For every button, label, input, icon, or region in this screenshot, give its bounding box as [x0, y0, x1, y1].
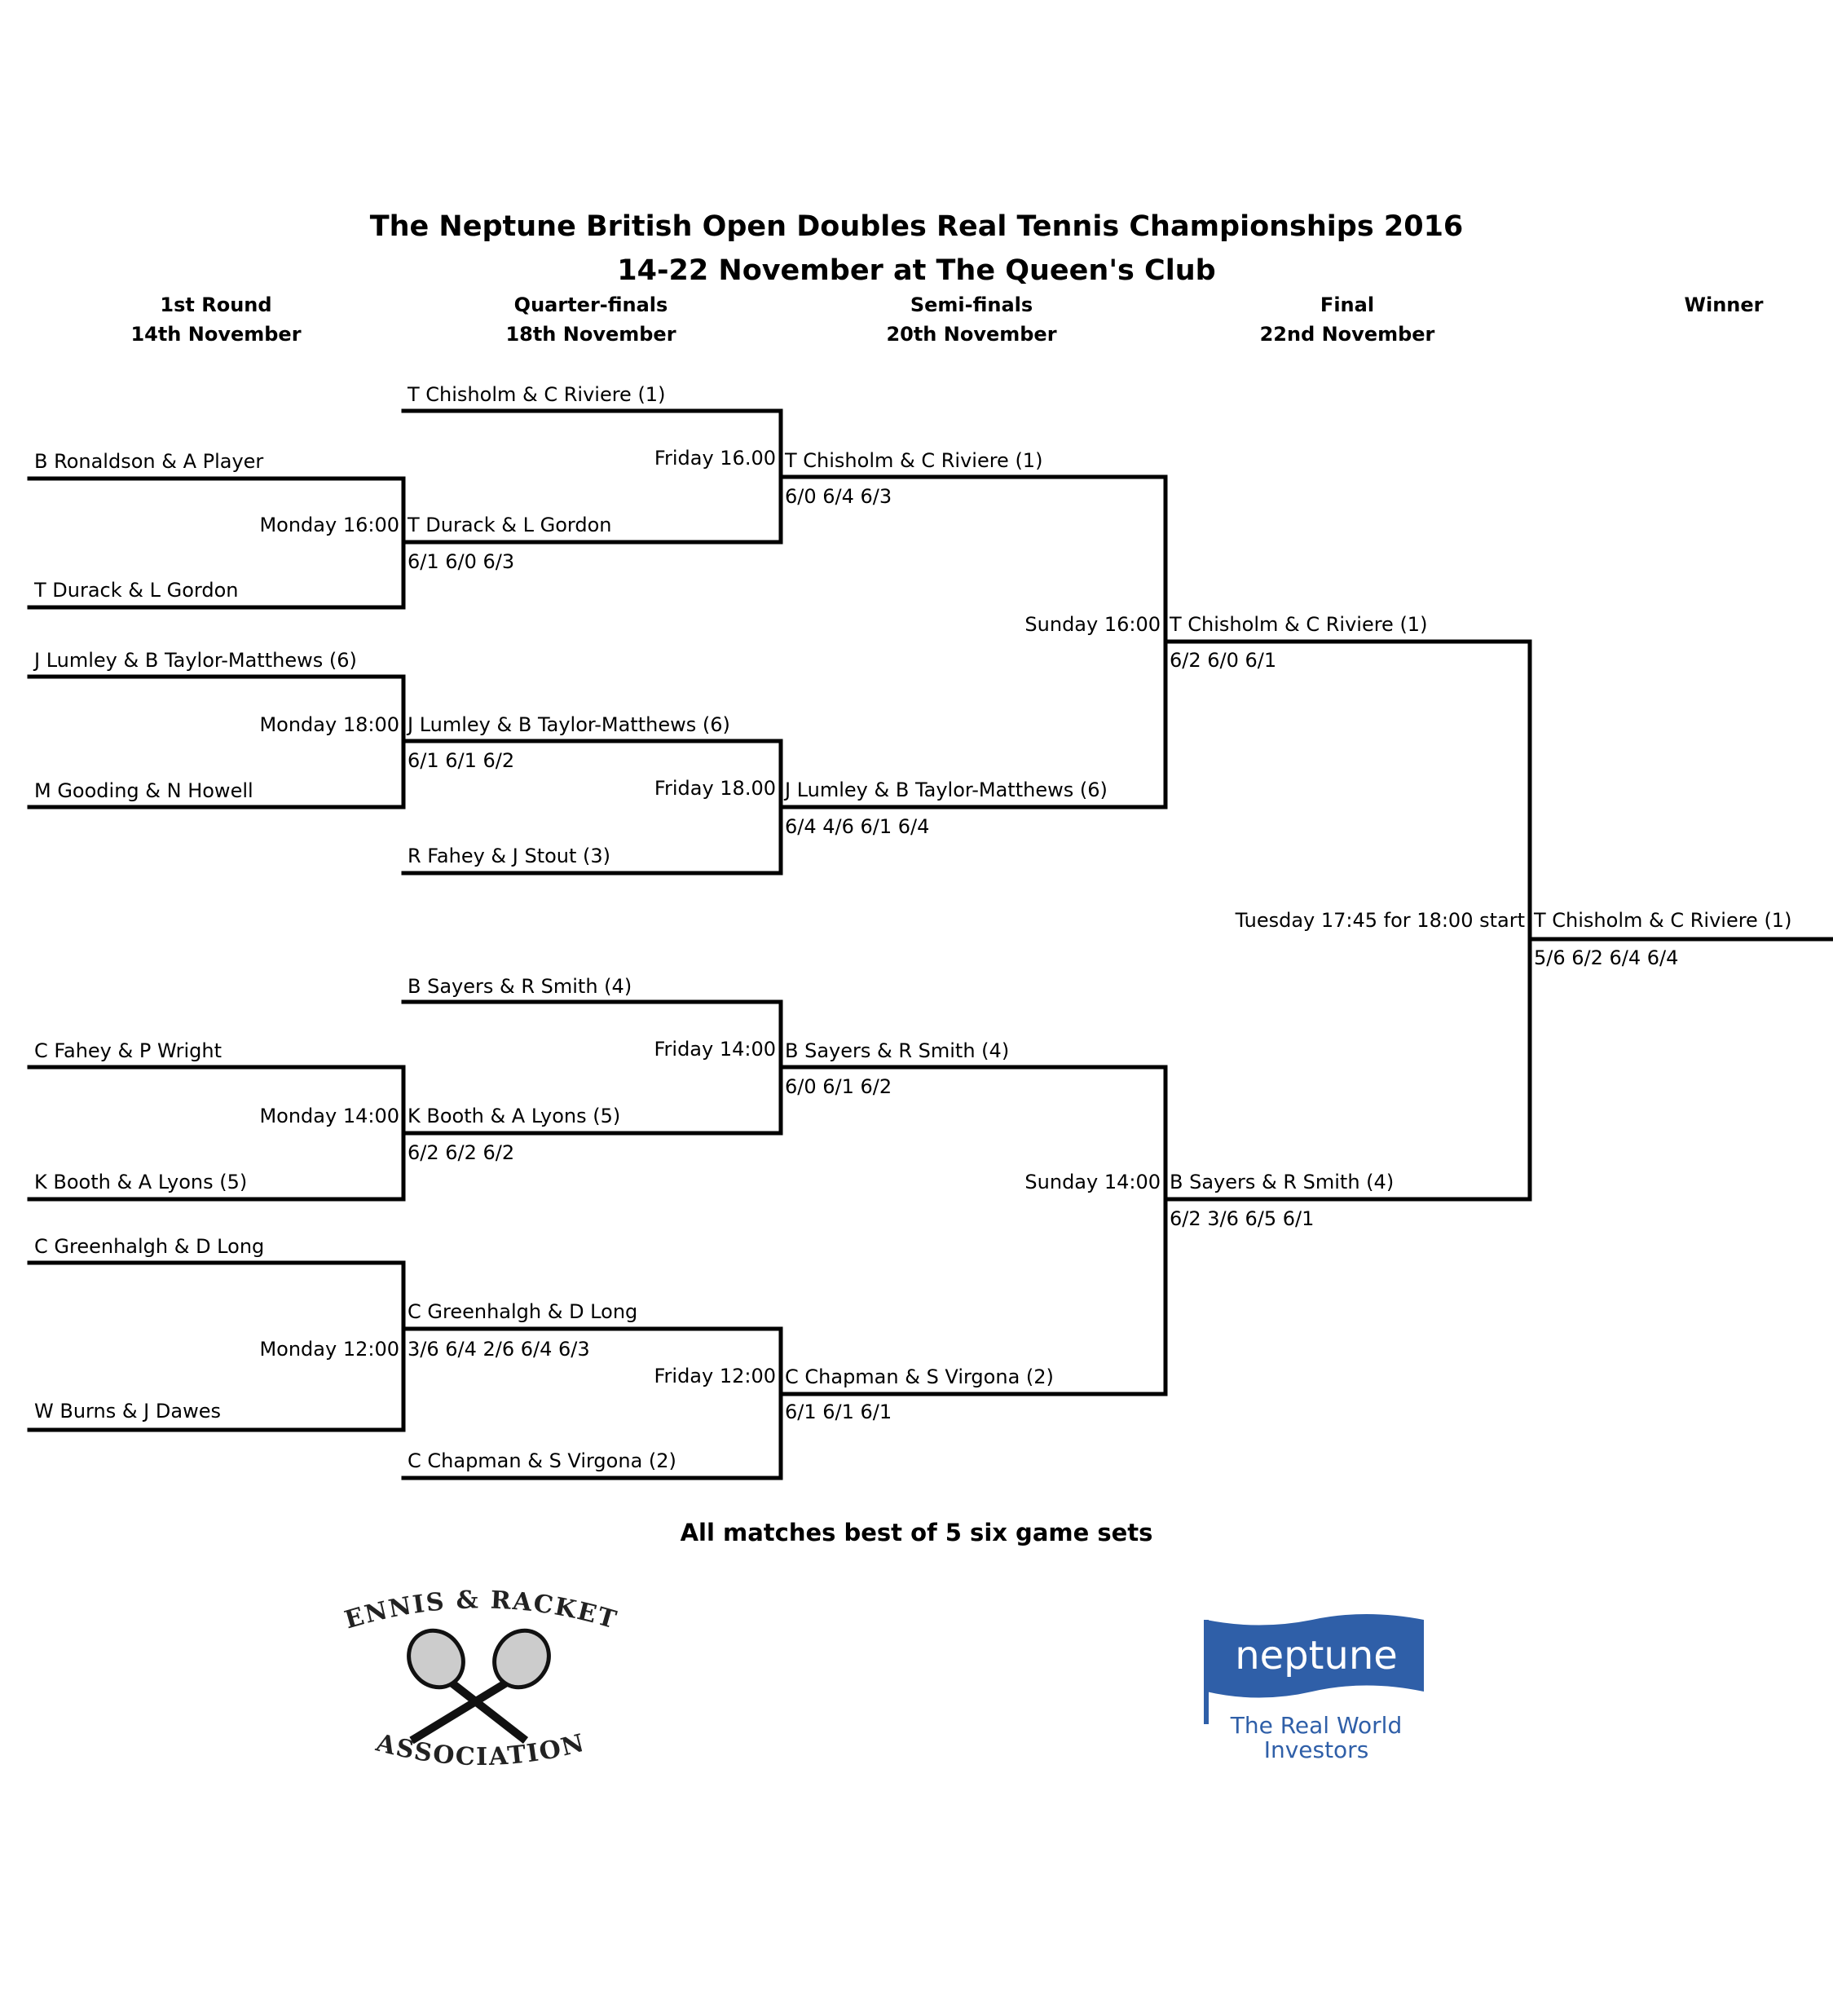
tra-bottom-text: ASSOCIATION [372, 1728, 587, 1771]
qf-m3-score: 6/0 6/1 6/2 [785, 1075, 892, 1098]
neptune-banner-graphic: neptune [1204, 1614, 1424, 1724]
neptune-tagline-1: The Real World [1230, 1712, 1403, 1739]
tra-logo: TENNIS & RACKETS ASSOCIATION [312, 1547, 640, 1789]
r1-m1-team2: T Durack & L Gordon [34, 579, 239, 602]
sf-m2-score: 6/2 3/6 6/5 6/1 [1170, 1207, 1315, 1230]
round-date: 22nd November [1259, 323, 1435, 346]
footer-note: All matches best of 5 six game sets [680, 1519, 1153, 1546]
qf-m2-score: 6/4 4/6 6/1 6/4 [785, 815, 930, 838]
tra-top-text: TENNIS & RACKETS [312, 1547, 619, 1635]
qf-m4-score: 6/1 6/1 6/1 [785, 1401, 892, 1423]
round-name: Winner [1684, 293, 1764, 316]
round-name: Semi-finals [910, 293, 1033, 316]
r1-m2-time: Monday 18:00 [259, 713, 399, 736]
qf-m1-winner: T Chisholm & C Riviere (1) [785, 449, 1043, 472]
page-title: The Neptune British Open Doubles Real Te… [369, 210, 1464, 243]
round-date: 18th November [505, 323, 676, 346]
r1-m2-winner: J Lumley & B Taylor-Matthews (6) [408, 713, 730, 736]
r1-m1-time: Monday 16:00 [259, 514, 399, 536]
sf-m1-time: Sunday 16:00 [1024, 613, 1161, 636]
sf-m2-time: Sunday 14:00 [1024, 1171, 1161, 1193]
round-header-1: 1st Round 14th November [53, 290, 379, 349]
r1-m4-time: Monday 12:00 [259, 1338, 399, 1361]
qf-m1-time: Friday 16.00 [654, 447, 776, 470]
r1-m1-winner: T Durack & L Gordon [408, 514, 612, 536]
qf-m3-time: Friday 14:00 [654, 1038, 776, 1061]
svg-text:ASSOCIATION: ASSOCIATION [372, 1728, 588, 1771]
qf-m2-time: Friday 18.00 [654, 777, 776, 800]
round-date: 14th November [130, 323, 302, 346]
tra-logo-graphic: TENNIS & RACKETS ASSOCIATION [312, 1547, 621, 1771]
round-header-3: Semi-finals 20th November [809, 290, 1135, 349]
r1-m3-team2: K Booth & A Lyons (5) [34, 1171, 248, 1193]
r1-m1-team1: B Ronaldson & A Player [34, 450, 264, 473]
r1-m2-team2: M Gooding & N Howell [34, 779, 253, 802]
r1-m4-team1: C Greenhalgh & D Long [34, 1235, 265, 1258]
crossed-rackets-icon [407, 1628, 551, 1745]
round-name: Final [1320, 293, 1375, 316]
r1-m2-team1: J Lumley & B Taylor-Matthews (6) [34, 649, 357, 672]
sf-m2-winner: B Sayers & R Smith (4) [1170, 1171, 1395, 1193]
qf-m2-team2: R Fahey & J Stout (3) [408, 845, 611, 867]
round-name: Quarter-finals [513, 293, 668, 316]
qf-m3-winner: B Sayers & R Smith (4) [785, 1039, 1010, 1062]
round-header-4: Final 22nd November [1184, 290, 1510, 349]
round-name: 1st Round [160, 293, 272, 316]
final-winner: T Chisholm & C Riviere (1) [1534, 909, 1792, 932]
neptune-tagline-2: Investors [1263, 1736, 1369, 1763]
neptune-brand: neptune [1235, 1633, 1398, 1679]
final-score: 5/6 6/2 6/4 6/4 [1534, 946, 1679, 969]
neptune-logo: neptune The Real World Investors [1202, 1602, 1430, 1765]
r1-m4-team2: W Burns & J Dawes [34, 1400, 221, 1423]
qf-m3-team1: B Sayers & R Smith (4) [408, 975, 632, 998]
r1-m1-score: 6/1 6/0 6/3 [408, 550, 515, 573]
round-header-2: Quarter-finals 18th November [428, 290, 754, 349]
qf-m1-team1: T Chisholm & C Riviere (1) [408, 383, 666, 406]
sf-m1-score: 6/2 6/0 6/1 [1170, 649, 1277, 672]
qf-m4-time: Friday 12:00 [654, 1365, 776, 1387]
r1-m3-team1: C Fahey & P Wright [34, 1039, 222, 1062]
r1-m2-score: 6/1 6/1 6/2 [408, 749, 515, 772]
r1-m3-time: Monday 14:00 [259, 1105, 399, 1127]
r1-m3-winner: K Booth & A Lyons (5) [408, 1105, 621, 1127]
r1-m4-winner: C Greenhalgh & D Long [408, 1300, 638, 1323]
qf-m2-winner: J Lumley & B Taylor-Matthews (6) [785, 779, 1108, 801]
sf-m1-winner: T Chisholm & C Riviere (1) [1170, 613, 1428, 636]
r1-m3-score: 6/2 6/2 6/2 [408, 1141, 515, 1164]
r1-m4-score: 3/6 6/4 2/6 6/4 6/3 [408, 1338, 590, 1361]
bracket-r1-m4 [27, 1260, 406, 1432]
qf-m4-winner: C Chapman & S Virgona (2) [785, 1365, 1054, 1388]
round-date: 20th November [886, 323, 1057, 346]
qf-m1-score: 6/0 6/4 6/3 [785, 485, 892, 508]
svg-text:TENNIS & RACKETS: TENNIS & RACKETS [322, 1569, 621, 1635]
round-header-5: Winner [1561, 290, 1833, 320]
final-time: Tuesday 17:45 for 18:00 start [1235, 909, 1525, 932]
page-subtitle: 14-22 November at The Queen's Club [617, 254, 1216, 287]
qf-m4-team2: C Chapman & S Virgona (2) [408, 1449, 676, 1472]
